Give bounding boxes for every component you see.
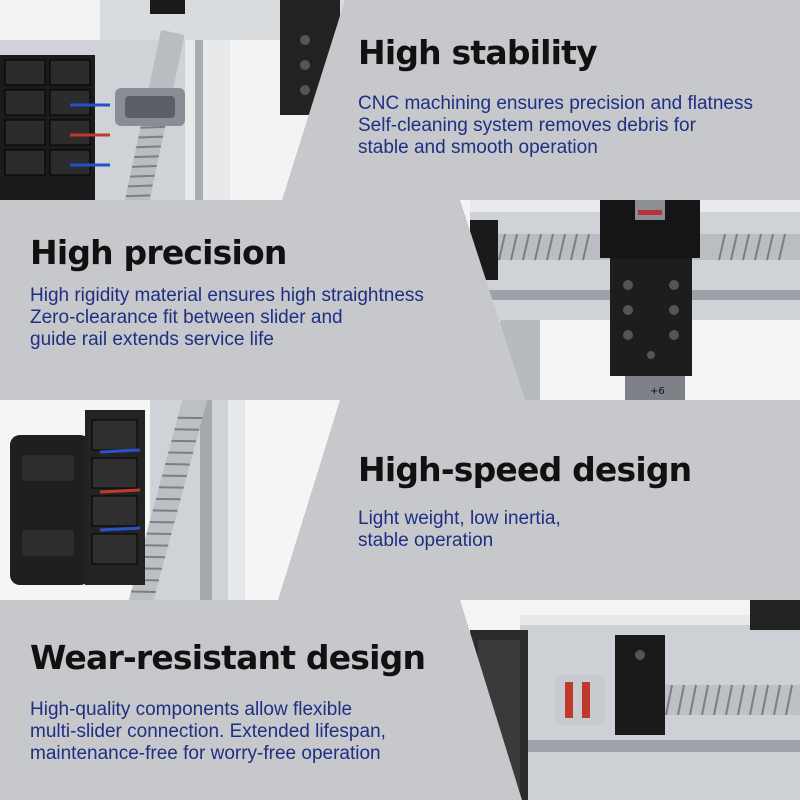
section-title-speed: High-speed design xyxy=(358,450,692,489)
precision-text-panel xyxy=(0,200,525,400)
nut-marking-text: +6 xyxy=(650,386,665,397)
speed-text-panel xyxy=(278,400,800,600)
product-photo-drag-chain xyxy=(0,400,800,600)
desc-line: maintenance-free for worry-free operatio… xyxy=(30,743,381,764)
section-title-wear: Wear-resistant design xyxy=(30,638,426,677)
desc-line: Zero-clearance fit between slider and xyxy=(30,307,343,328)
desc-line: CNC machining ensures precision and flat… xyxy=(358,93,753,114)
desc-line: multi-slider connection. Extended lifesp… xyxy=(30,721,386,742)
section-title-precision: High precision xyxy=(30,233,287,272)
wear-text-panel xyxy=(0,600,522,800)
speed-photo-art xyxy=(0,400,800,600)
desc-line: guide rail extends service life xyxy=(30,329,274,350)
desc-line: stable and smooth operation xyxy=(358,137,598,158)
section-desc-stability: CNC machining ensures precision and flat… xyxy=(358,93,753,159)
desc-line: stable operation xyxy=(358,530,494,551)
section-title-stability: High stability xyxy=(358,33,598,72)
desc-line: Light weight, low inertia, xyxy=(358,508,561,529)
desc-line: High rigidity material ensures high stra… xyxy=(30,285,424,306)
feature-band-wear: Wear-resistant design High-quality compo… xyxy=(0,600,800,800)
stability-text-panel xyxy=(282,0,800,200)
desc-line: Self-cleaning system removes debris for xyxy=(358,115,696,136)
feature-band-stability: High stability CNC machining ensures pre… xyxy=(0,0,800,200)
feature-band-speed: High-speed design Light weight, low iner… xyxy=(0,400,800,600)
section-desc-speed: Light weight, low inertia, stable operat… xyxy=(358,508,561,552)
section-desc-wear: High-quality components allow flexible m… xyxy=(30,699,386,765)
desc-line: High-quality components allow flexible xyxy=(30,699,353,720)
section-desc-precision: High rigidity material ensures high stra… xyxy=(30,285,424,351)
feature-band-precision: +6 High precision High rigidity material… xyxy=(0,200,800,400)
